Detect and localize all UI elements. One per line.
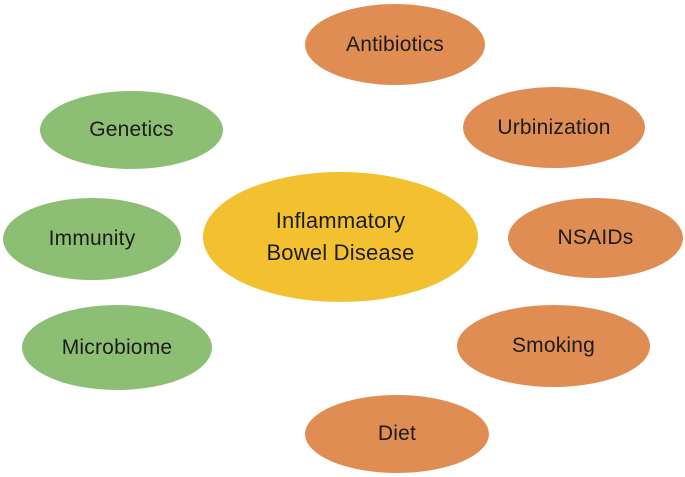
node-microbiome: Microbiome	[22, 305, 212, 390]
node-smoking: Smoking	[457, 305, 650, 387]
node-inflammatory-bowel-disease: Inflammatory Bowel Disease	[203, 172, 478, 302]
node-diet: Diet	[305, 395, 489, 473]
node-urbinization-label: Urbinization	[497, 115, 611, 139]
node-diet-label: Diet	[377, 422, 417, 445]
node-nsaids: NSAIDs	[508, 198, 683, 278]
node-immunity: Immunity	[3, 198, 181, 280]
node-genetics-label: Genetics	[89, 118, 174, 141]
center-node-label-line2: Bowel Disease	[266, 240, 415, 265]
center-node-label-line1: Inflammatory	[275, 208, 406, 233]
center-node-label: Inflammatory Bowel Disease	[266, 205, 414, 269]
node-immunity-label: Immunity	[48, 227, 136, 250]
node-microbiome-label: Microbiome	[61, 335, 173, 359]
node-nsaids-label: NSAIDs	[557, 226, 634, 249]
node-smoking-label: Smoking	[511, 334, 596, 357]
node-antibiotics-label: Antibiotics	[346, 32, 444, 56]
node-urbinization: Urbinization	[463, 87, 645, 168]
node-antibiotics: Antibiotics	[305, 4, 485, 85]
node-genetics: Genetics	[40, 91, 223, 169]
